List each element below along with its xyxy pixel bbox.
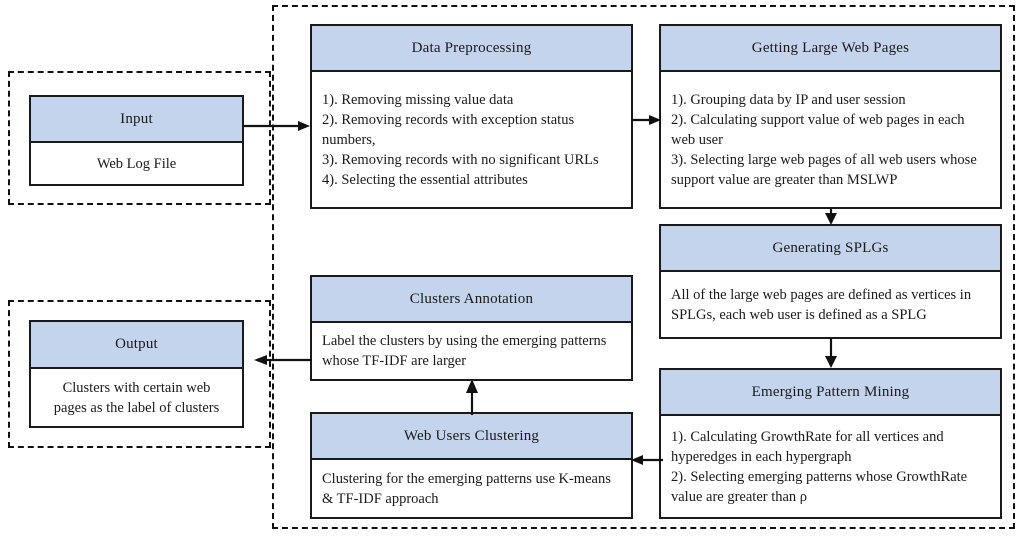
node-getting-large-web-pages[interactable]: Getting Large Web Pages 1). Grouping dat… bbox=[659, 24, 1002, 209]
connector-clustering-to-annotation bbox=[464, 377, 480, 415]
node-clusters-annotation[interactable]: Clusters Annotation Label the clusters b… bbox=[310, 275, 633, 381]
node-getting-large-web-pages-body: 1). Grouping data by IP and user session… bbox=[671, 91, 977, 188]
node-getting-large-web-pages-header: Getting Large Web Pages bbox=[661, 26, 1000, 72]
node-emerging-pattern-mining-header: Emerging Pattern Mining bbox=[661, 370, 1000, 416]
node-input[interactable]: Input Web Log File bbox=[29, 95, 244, 186]
connector-splgs-to-pattern-mining bbox=[823, 339, 839, 370]
node-output-body: Clusters with certain web pages as the l… bbox=[53, 379, 220, 416]
node-data-preprocessing-header: Data Preprocessing bbox=[312, 26, 631, 72]
node-web-users-clustering[interactable]: Web Users Clustering Clustering for the … bbox=[310, 412, 633, 519]
connector-input-to-preprocessing bbox=[244, 118, 314, 134]
node-output[interactable]: Output Clusters with certain web pages a… bbox=[29, 320, 244, 428]
node-web-users-clustering-header: Web Users Clustering bbox=[312, 414, 631, 460]
node-generating-splgs-body: All of the large web pages are defined a… bbox=[671, 286, 972, 323]
node-web-users-clustering-body: Clustering for the emerging patterns use… bbox=[322, 470, 611, 507]
node-data-preprocessing[interactable]: Data Preprocessing 1). Removing missing … bbox=[310, 24, 633, 209]
node-clusters-annotation-body: Label the clusters by using the emerging… bbox=[322, 333, 607, 369]
output-group-frame bbox=[8, 300, 271, 448]
node-clusters-annotation-header: Clusters Annotation bbox=[312, 277, 631, 323]
node-emerging-pattern-mining-body: 1). Calculating GrowthRate for all verti… bbox=[671, 428, 968, 505]
process-group-frame bbox=[272, 5, 1015, 529]
connector-large-pages-to-splgs bbox=[823, 209, 839, 227]
node-generating-splgs-header: Generating SPLGs bbox=[661, 226, 1000, 272]
node-input-body: Web Log File bbox=[96, 155, 177, 172]
connector-annotation-to-output bbox=[250, 352, 312, 368]
node-emerging-pattern-mining[interactable]: Emerging Pattern Mining 1). Calculating … bbox=[659, 368, 1002, 519]
connector-pattern-mining-to-clustering bbox=[625, 452, 663, 468]
input-group-frame bbox=[8, 71, 271, 205]
node-input-header: Input bbox=[31, 97, 242, 143]
connector-preprocessing-to-large-pages bbox=[633, 112, 665, 128]
node-data-preprocessing-body: 1). Removing missing value data 2). Remo… bbox=[322, 91, 599, 188]
node-output-header: Output bbox=[31, 322, 242, 369]
node-generating-splgs[interactable]: Generating SPLGs All of the large web pa… bbox=[659, 224, 1002, 339]
